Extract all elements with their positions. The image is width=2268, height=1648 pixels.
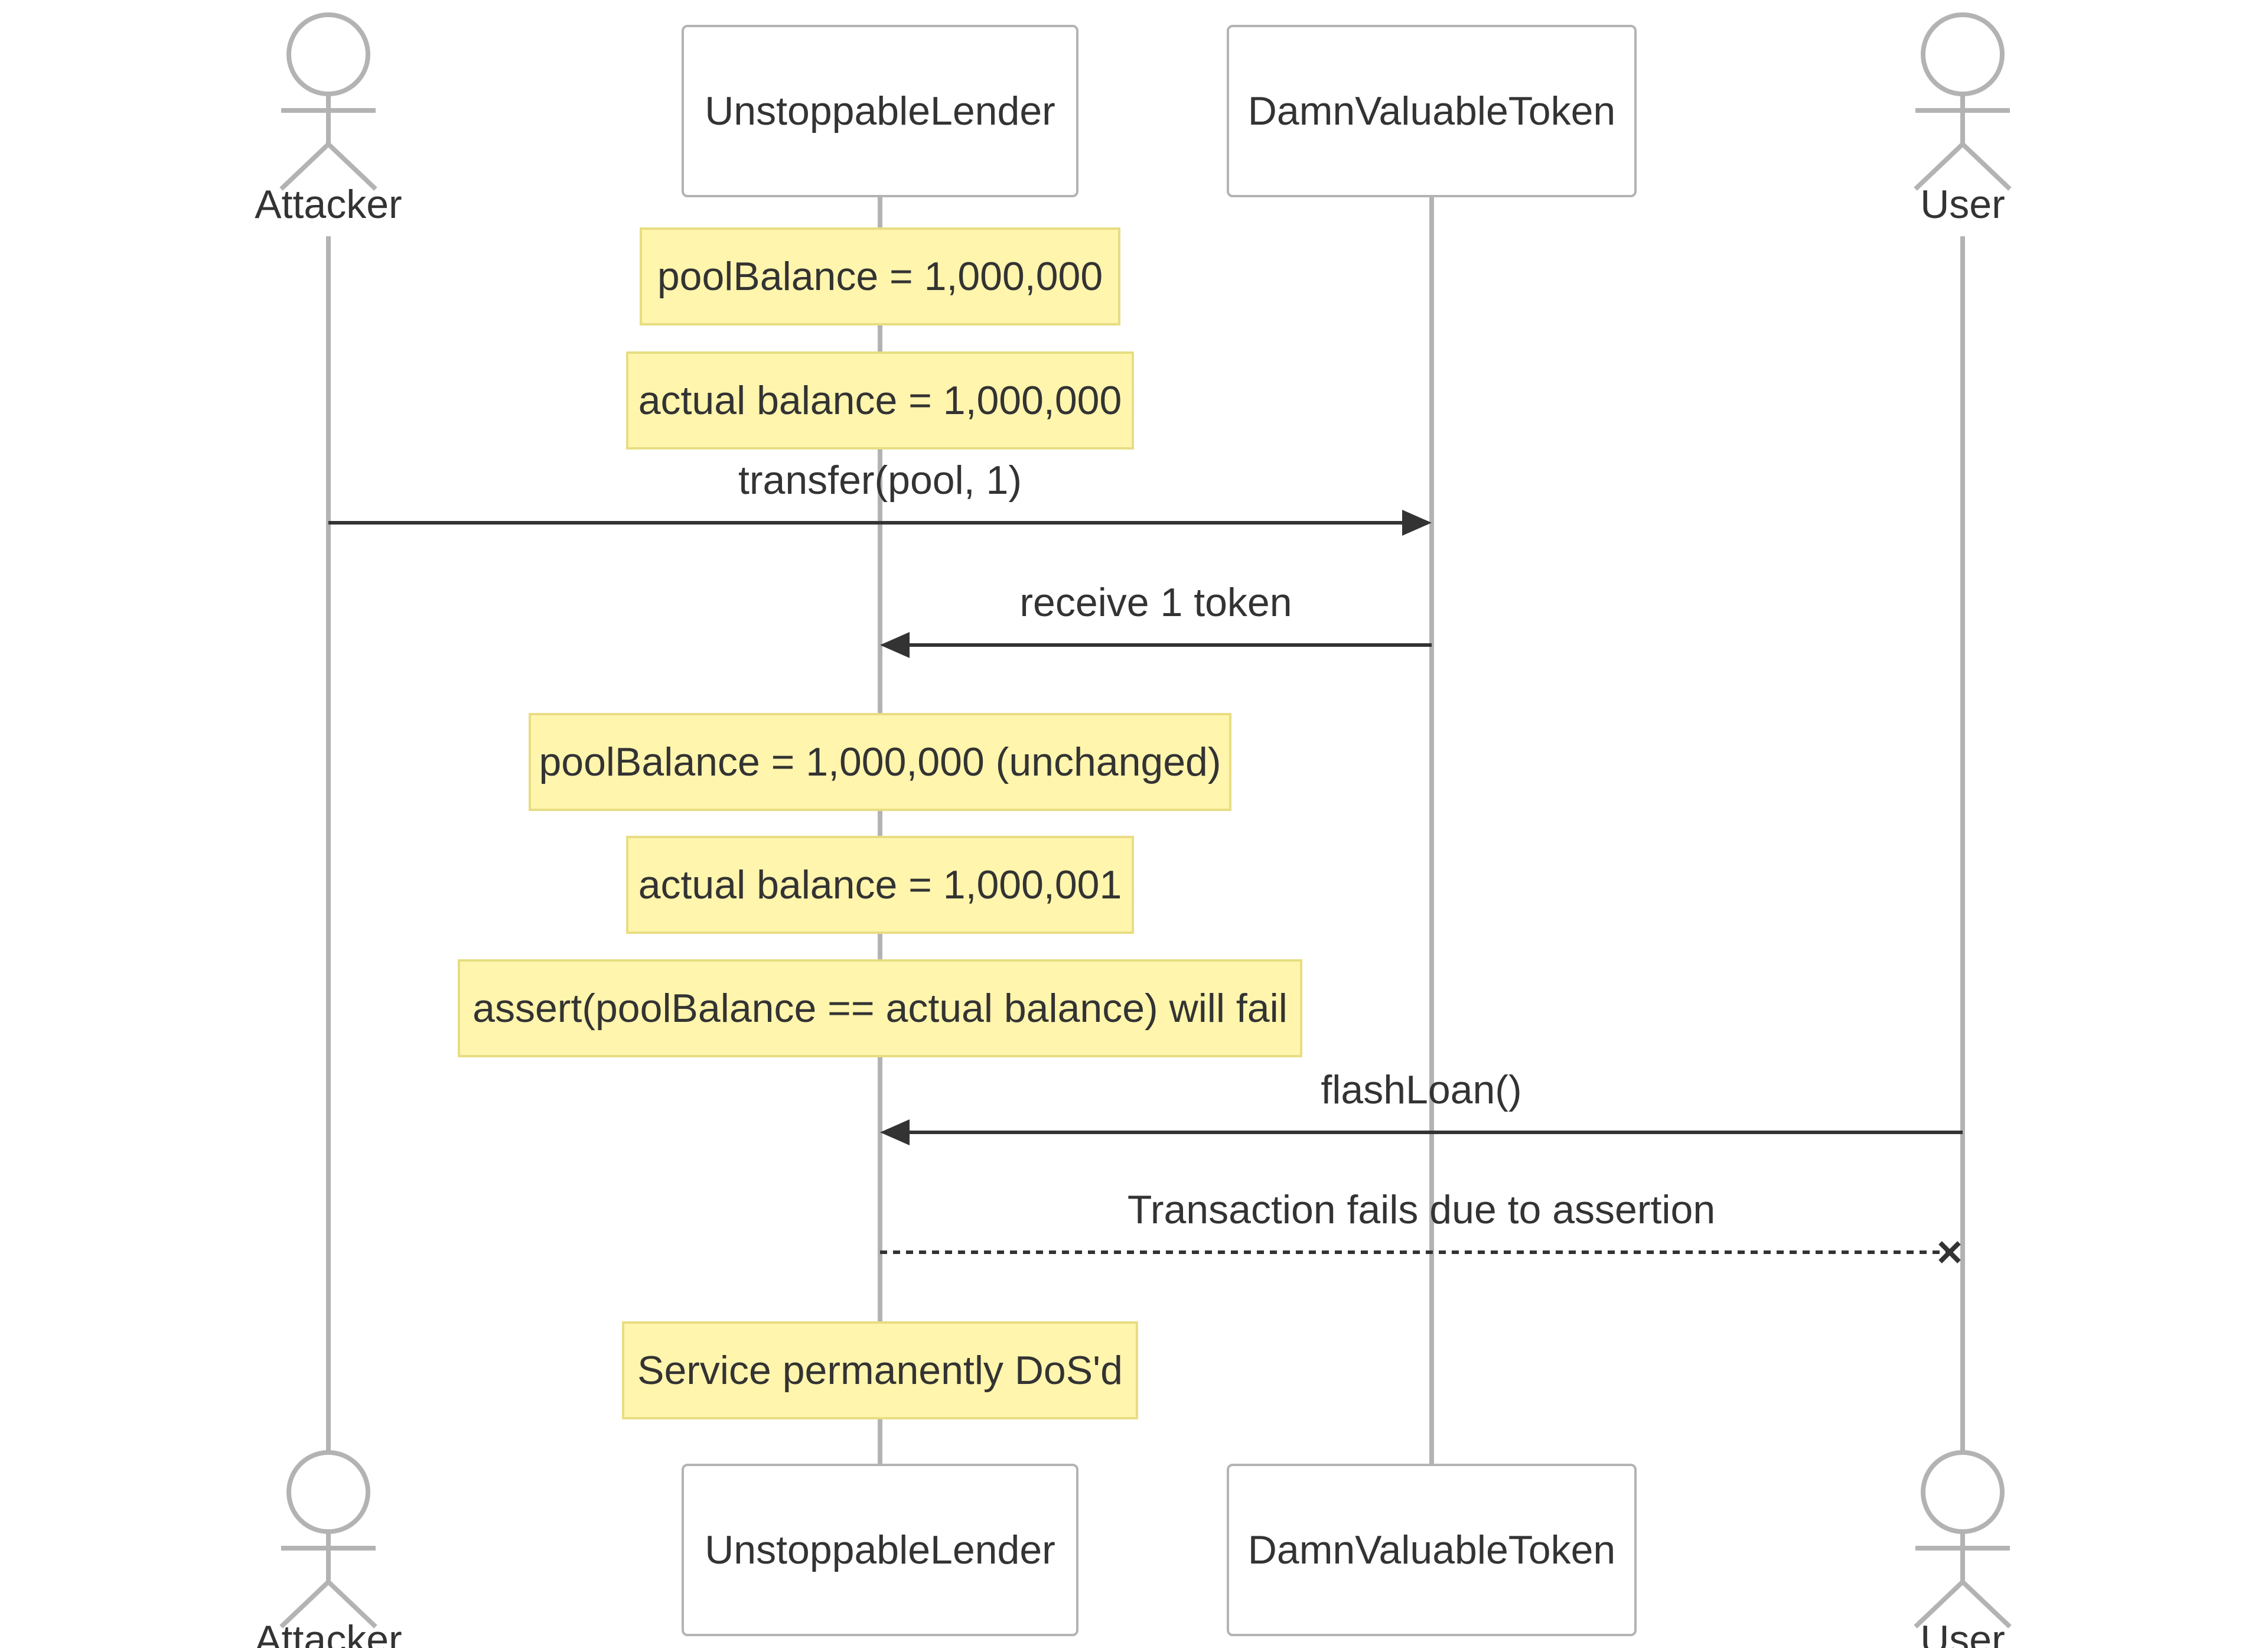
participant-box	[1227, 25, 1637, 197]
note-box	[626, 351, 1134, 450]
note-text: actual balance = 1,000,001	[638, 862, 1122, 907]
note-box	[458, 959, 1302, 1057]
note: Service permanently DoS'd	[622, 1321, 1138, 1419]
participant-box	[1227, 1464, 1637, 1636]
note-text: poolBalance = 1,000,000	[657, 254, 1103, 299]
note-text: assert(poolBalance == actual balance) wi…	[472, 986, 1288, 1031]
message-label: transfer(pool, 1)	[738, 458, 1022, 503]
participant-lender-top: UnstoppableLender	[682, 25, 1078, 197]
participant-box	[682, 25, 1078, 197]
actor-right-leg	[1961, 142, 2012, 191]
participant-lender-bottom: UnstoppableLender	[682, 1464, 1078, 1636]
note-text: poolBalance = 1,000,000 (unchanged)	[539, 740, 1221, 784]
note-box	[622, 1321, 1138, 1419]
actor-label: Attacker	[255, 1617, 402, 1648]
cross-stroke	[1938, 1241, 1961, 1263]
message-label: flashLoan()	[1321, 1067, 1521, 1112]
note-box	[529, 713, 1231, 811]
actor-label: User	[1920, 182, 2005, 227]
actor-left-leg	[279, 1580, 330, 1629]
message-label: receive 1 token	[1019, 580, 1292, 625]
participant-label: DamnValuableToken	[1248, 89, 1615, 133]
note-text: Service permanently DoS'd	[637, 1348, 1123, 1393]
message: flashLoan()	[880, 1067, 1963, 1145]
events-layer: poolBalance = 1,000,000 actual balance = …	[328, 227, 1963, 1419]
actor-left-leg	[1914, 142, 1964, 191]
note: poolBalance = 1,000,000	[640, 227, 1120, 325]
cross-icon	[1938, 1241, 1961, 1263]
note: actual balance = 1,000,001	[626, 836, 1134, 934]
note: poolBalance = 1,000,000 (unchanged)	[529, 713, 1231, 811]
actor-user-bottom: User	[1914, 1450, 2012, 1648]
actor-attacker-bottom: Attacker	[255, 1450, 402, 1648]
actor-right-leg	[1961, 1580, 2012, 1629]
lifelines-layer	[326, 196, 1965, 1465]
participant-label: DamnValuableToken	[1248, 1528, 1615, 1572]
actor-attacker-top: Attacker	[255, 12, 402, 227]
participant-headers-layer: AttackerAttackerUnstoppableLenderUnstopp…	[255, 12, 2012, 1648]
actor-left-leg	[279, 142, 330, 191]
message-label: Transaction fails due to assertion	[1128, 1187, 1715, 1232]
actor-head-icon	[286, 1450, 370, 1534]
actor-user-top: User	[1914, 12, 2012, 227]
participant-box	[682, 1464, 1078, 1636]
arrow-head-icon	[1402, 510, 1432, 536]
actor-left-leg	[1914, 1580, 1964, 1629]
message: transfer(pool, 1)	[328, 458, 1432, 536]
note-text: actual balance = 1,000,000	[638, 378, 1122, 423]
note: assert(poolBalance == actual balance) wi…	[458, 959, 1302, 1057]
actor-label: User	[1920, 1617, 2005, 1648]
actor-label: Attacker	[255, 182, 402, 227]
actor-right-leg	[327, 1580, 377, 1629]
participant-token-bottom: DamnValuableToken	[1227, 1464, 1637, 1636]
actor-head-icon	[286, 12, 370, 96]
arrow-head-icon	[880, 1119, 910, 1145]
message: Transaction fails due to assertion	[880, 1187, 1961, 1263]
actor-right-leg	[327, 142, 377, 191]
participant-label: UnstoppableLender	[705, 89, 1055, 133]
note-box	[626, 836, 1134, 934]
arrow-head-icon	[880, 632, 910, 658]
actor-head-icon	[1921, 1450, 2005, 1534]
actor-head-icon	[1921, 12, 2005, 96]
message: receive 1 token	[880, 580, 1432, 658]
participant-token-top: DamnValuableToken	[1227, 25, 1637, 197]
note-box	[640, 227, 1120, 325]
participant-label: UnstoppableLender	[705, 1528, 1055, 1572]
note: actual balance = 1,000,000	[626, 351, 1134, 450]
